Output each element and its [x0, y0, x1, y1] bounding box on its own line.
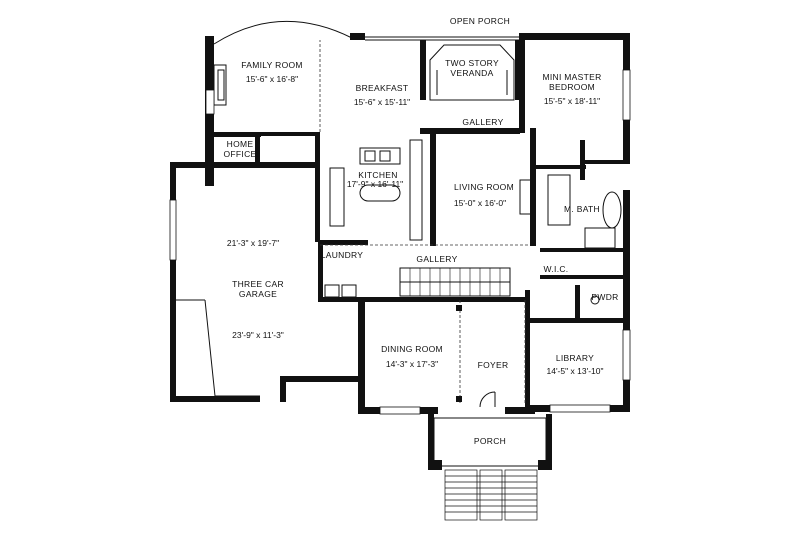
gallery-upper-label: GALLERY	[462, 117, 503, 127]
laundry-label: LAUNDRY	[321, 250, 364, 260]
living-room-dim: 15'-0" x 16'-0"	[454, 198, 506, 208]
breakfast-label: BREAKFAST	[356, 83, 409, 93]
front-porch	[428, 414, 552, 521]
garage-label-1: THREE CAR	[232, 279, 284, 289]
veranda-label-1: TWO STORY	[445, 58, 499, 68]
dining-room-dim: 14'-3" x 17'-3"	[386, 359, 438, 369]
library-dim: 14'-5" x 13'-10"	[546, 366, 603, 376]
kitchen-label: KITCHEN	[358, 170, 397, 180]
room-labels: OPEN PORCH FAMILY ROOM 15'-6" x 16'-8" B…	[224, 16, 619, 446]
mini-master-label-2: BEDROOM	[549, 82, 595, 92]
mini-master-label-1: MINI MASTER	[542, 72, 601, 82]
open-porch-label: OPEN PORCH	[450, 16, 510, 26]
dining-room-label: DINING ROOM	[381, 344, 443, 354]
family-room-dim: 15'-6" x 16'-8"	[246, 74, 298, 84]
breakfast-dim: 15'-6" x 15'-11"	[354, 97, 410, 107]
porch-label: PORCH	[474, 436, 506, 446]
garage-dim-1: 21'-3" x 19'-7"	[227, 238, 279, 248]
mini-master-dim: 15'-5" x 18'-11"	[544, 96, 600, 106]
foyer-label: FOYER	[478, 360, 509, 370]
home-office-label-1: HOME	[227, 139, 254, 149]
porch-steps	[444, 469, 538, 521]
living-room-label: LIVING ROOM	[454, 182, 514, 192]
garage-dim-2: 23'-9" x 11'-3"	[232, 330, 284, 340]
veranda-label-2: VERANDA	[450, 68, 493, 78]
pwdr-label: PWDR	[591, 292, 618, 302]
gallery-lower-label: GALLERY	[416, 254, 457, 264]
interior-walls	[206, 40, 625, 410]
family-room-label: FAMILY ROOM	[241, 60, 303, 70]
home-office-label-2: OFFICE	[224, 149, 257, 159]
m-bath-label: M. BATH	[564, 204, 600, 214]
wic-label: W.I.C.	[544, 264, 569, 274]
fixtures	[169, 40, 631, 415]
kitchen-dim: 17'-9" x 16'-11"	[347, 179, 403, 189]
library-label: LIBRARY	[556, 353, 594, 363]
garage-label-2: GARAGE	[239, 289, 277, 299]
